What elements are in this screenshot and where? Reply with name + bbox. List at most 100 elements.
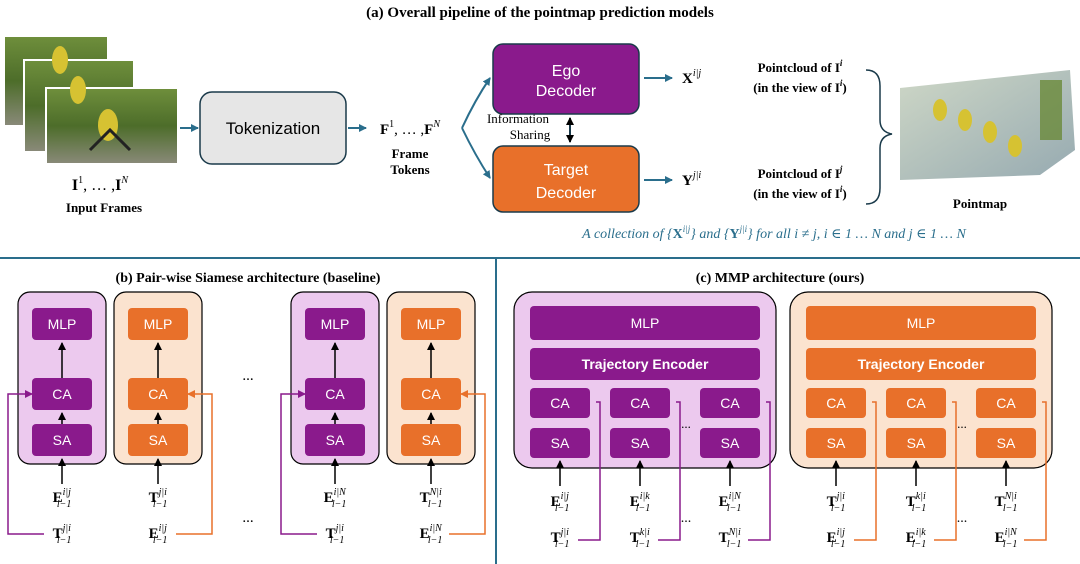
- frame-tokens-label-1: Frame: [392, 146, 429, 161]
- mmp-mlp-2: [806, 306, 1036, 340]
- siamese-sa-3-label: SA: [326, 432, 345, 448]
- section-b-ellipsis-bottom: ...: [242, 510, 253, 526]
- target-decoder-box: [492, 145, 640, 213]
- pointcloud-brace: [865, 69, 893, 205]
- section-c-title: (c) MMP architecture (ours): [696, 271, 865, 286]
- mmp-feed-line-1-2: [658, 401, 681, 541]
- mmp-trajectory-encoder-2: [806, 348, 1036, 380]
- siamese-ca-4: [401, 378, 461, 410]
- mmp-feed-line-1-3: [748, 401, 771, 541]
- siamese-mlp-1: [32, 308, 92, 340]
- pointcloud-2-line2: (in the view of Ii): [753, 184, 847, 201]
- mmp-mlp-1: [530, 306, 760, 340]
- mmp-ca-2-1-label: CA: [826, 395, 846, 411]
- siamese-mlp-3-label: MLP: [321, 316, 350, 332]
- mmp-ca-1-3-label: CA: [720, 395, 740, 411]
- collection-caption: A collection of {Xi|j} and {Yj|i} for al…: [581, 224, 966, 242]
- target-decoder-label-1: Target: [544, 162, 589, 179]
- siamese-sa-1-label: SA: [53, 432, 72, 448]
- mmp-sa-1-1-label: SA: [551, 435, 570, 451]
- frame-tokens-label-2: Tokens: [390, 162, 429, 177]
- mmp-sa-2-2-label: SA: [907, 435, 926, 451]
- mmp-sa-1-3-label: SA: [721, 435, 740, 451]
- siamese-feed-arrow-3: [280, 390, 317, 535]
- mmp-sa-1-2: [610, 428, 670, 458]
- mmp-ca-2-2: [886, 388, 946, 418]
- section-b-ellipsis-top: ...: [242, 368, 253, 384]
- section-b-title: (b) Pair-wise Siamese architecture (base…: [116, 271, 381, 286]
- siamese-sa-4: [401, 424, 461, 456]
- siamese-sa-1: [32, 424, 92, 456]
- pointcloud-1-line1: Pointcloud of Ii: [758, 58, 843, 75]
- section-a-title: (a) Overall pipeline of the pointmap pre…: [366, 5, 714, 21]
- mmp-ca-1-2-label: CA: [630, 395, 650, 411]
- mmp-trajectory-encoder-1-label: Trajectory Encoder: [582, 356, 709, 372]
- siamese-ca-3-label: CA: [325, 386, 345, 402]
- arrow-tokens-to-target: [461, 127, 491, 179]
- mmp-feed-line-2-3: [1024, 401, 1047, 541]
- mmp-sa-2-3: [976, 428, 1036, 458]
- siamese-ca-4-label: CA: [421, 386, 441, 402]
- siamese-sa-4-label: SA: [422, 432, 441, 448]
- target-decoder-label-2: Decoder: [536, 185, 597, 202]
- frame-tokens-symbol: F1, … ,FN: [380, 119, 441, 138]
- siamese-sa-3: [305, 424, 365, 456]
- siamese-ca-1-label: CA: [52, 386, 72, 402]
- siamese-ca-3: [305, 378, 365, 410]
- tokenization-label: Tokenization: [226, 119, 321, 138]
- siamese-feed-arrow-2: [176, 390, 213, 535]
- mmp-ca-2-3: [976, 388, 1036, 418]
- mmp-ca-1-1-label: CA: [550, 395, 570, 411]
- cyclist-bike: [88, 127, 132, 152]
- input-frames-stack: [3, 35, 179, 165]
- ego-decoder-label-2: Decoder: [536, 83, 597, 100]
- information-sharing-label-1: Information: [487, 111, 550, 126]
- input-frames-symbol: I1, … ,IN: [72, 175, 129, 194]
- information-sharing-label-2: Sharing: [510, 127, 551, 142]
- mmp-sa-2-1: [806, 428, 866, 458]
- tokenization-box: [199, 91, 347, 165]
- siamese-sa-2: [128, 424, 188, 456]
- siamese-sa-2-label: SA: [149, 432, 168, 448]
- mmp-ca-2-2-label: CA: [906, 395, 926, 411]
- arrow-tokens-to-ego: [461, 77, 491, 129]
- siamese-ca-2: [128, 378, 188, 410]
- siamese-ca-1: [32, 378, 92, 410]
- siamese-mlp-3: [305, 308, 365, 340]
- pointmap-image: [900, 70, 1075, 180]
- mmp-sa-2-1-label: SA: [827, 435, 846, 451]
- siamese-feed-arrow-1: [7, 390, 44, 535]
- mmp-ellipsis-input-2: ...: [957, 511, 968, 526]
- mmp-trajectory-encoder-2-label: Trajectory Encoder: [858, 356, 985, 372]
- mmp-feed-line-2-1: [854, 401, 877, 541]
- mmp-sa-1-2-label: SA: [631, 435, 650, 451]
- mmp-feed-line-1-1: [578, 401, 601, 541]
- y-output-symbol: Yj|i: [682, 170, 701, 189]
- mmp-ca-1-3: [700, 388, 760, 418]
- mmp-ca-2-3-label: CA: [996, 395, 1016, 411]
- mmp-ca-1-1: [530, 388, 590, 418]
- mmp-ellipsis-input-1: ...: [681, 511, 692, 526]
- mmp-sa-2-3-label: SA: [997, 435, 1016, 451]
- mmp-sa-2-2: [886, 428, 946, 458]
- mmp-sa-1-1: [530, 428, 590, 458]
- pointcloud-2-line1: Pointcloud of Ij: [758, 164, 843, 181]
